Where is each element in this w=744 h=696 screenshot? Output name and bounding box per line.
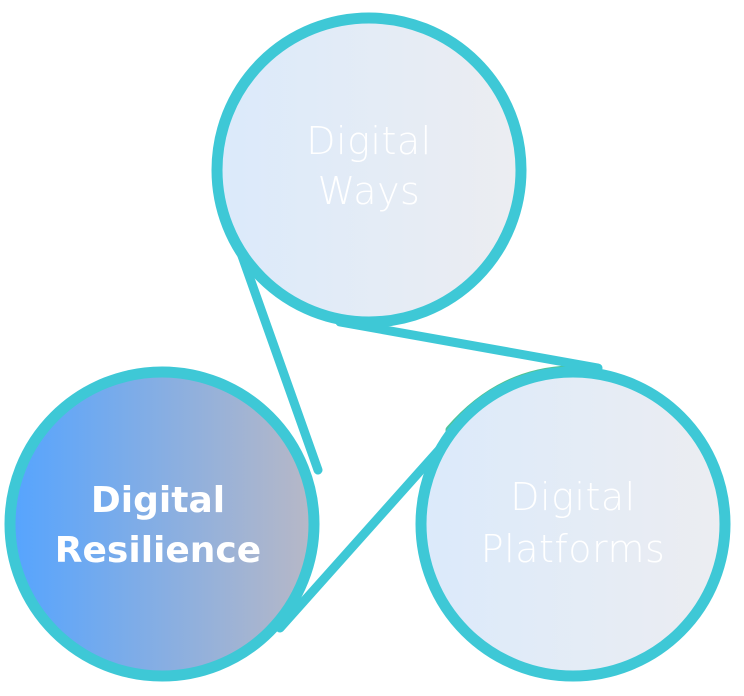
node-label-line1: Digital — [510, 475, 635, 519]
node-digital-resilience[interactable]: Digital Resilience — [4, 366, 320, 682]
node-label-line1: Digital — [91, 480, 225, 521]
node-label-line1: Digital — [306, 119, 431, 163]
node-digital-platforms[interactable]: Digital Platforms — [415, 366, 731, 682]
node-label-line2: Platforms — [481, 527, 666, 571]
node-digital-ways[interactable]: Digital Ways — [211, 12, 527, 328]
belt-line-resilience-platforms — [275, 427, 460, 633]
node-ring — [211, 12, 527, 328]
node-ring — [4, 366, 320, 682]
belt-line-ways-platforms — [335, 317, 603, 373]
node-label-line2: Ways — [318, 169, 421, 213]
node-label-line2: Resilience — [55, 530, 261, 571]
node-ring — [415, 366, 731, 682]
